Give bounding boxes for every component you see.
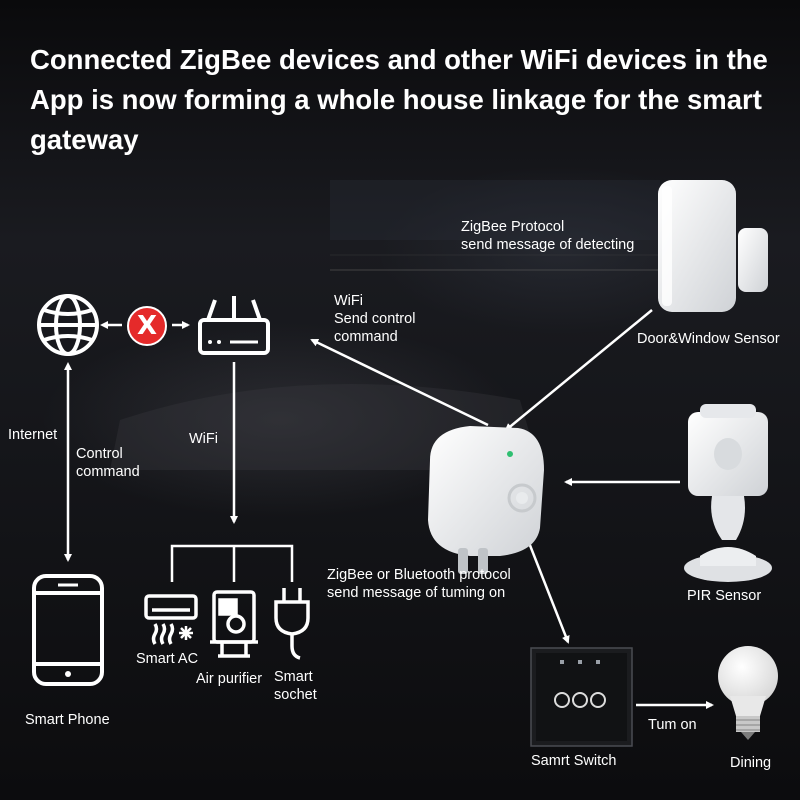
zigbee-bluetooth-label: ZigBee or Bluetooth protocol send messag… [327,567,511,601]
door-window-sensor-image [658,180,768,312]
wifi-control-label: WiFi Send control command [334,293,416,345]
turn-on-label: Tum on [648,717,697,733]
smart-phone-label: Smart Phone [25,712,110,728]
router-icon [198,296,270,355]
smart-phone-icon [32,574,104,686]
smart-ac-label: Smart AC [136,651,199,667]
plug-icon [274,588,310,660]
pir-sensor-label: PIR Sensor [687,588,762,604]
gateway-plug-image [428,426,544,574]
door-window-sensor-label: Door&Window Sensor [637,331,780,347]
air-conditioner-icon [144,594,198,645]
door-sensor-to-gateway-arrow [504,309,653,432]
wifi-label: WiFi [189,431,218,447]
control-command-label: Control command [76,446,140,480]
air-purifier-icon [210,590,258,658]
gateway-to-router-arrow [310,338,489,427]
blocked-x-icon: X [127,306,167,346]
air-purifier-label: Air purifier [196,671,263,687]
light-bulb-image [718,646,778,740]
appliance-branch [170,544,294,582]
pir-sensor-image [684,404,772,582]
gateway-to-switch-arrow [522,529,570,644]
smart-switch-label: Samrt Switch [531,753,617,769]
internet-label: Internet [8,427,58,443]
smart-switch-image [530,647,633,747]
page-title: Connected ZigBee devices and other WiFi … [30,44,768,155]
dining-label: Dining [730,755,772,771]
globe-icon [37,294,99,356]
smart-socket-label: Smart sochet [274,669,317,703]
zigbee-detect-label: ZigBee Protocol send message of detectin… [461,219,635,253]
